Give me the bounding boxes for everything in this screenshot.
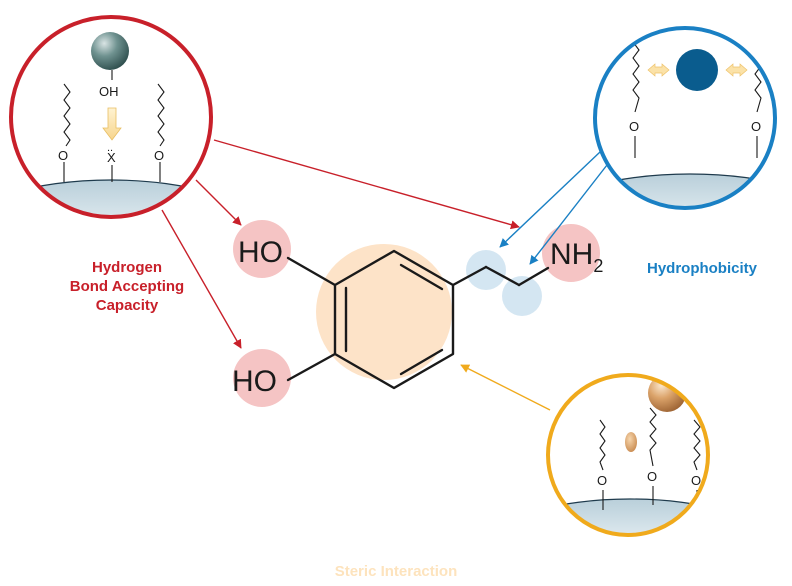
- steric-chain-2: [649, 407, 657, 467]
- double-arrow-icon: [647, 63, 670, 77]
- steric-linker-3: O: [691, 473, 701, 488]
- hbond-oh-label: OH: [99, 84, 119, 99]
- hbond-inset: O O X .. OH: [9, 15, 213, 219]
- steric-linker-2: O: [647, 469, 657, 484]
- hbond-arrows: [161, 139, 520, 349]
- amine-label: NH2: [550, 238, 603, 276]
- hydroxyl-bottom-label: HO: [232, 365, 277, 398]
- steric-inset: O O O: [546, 373, 710, 537]
- hbond-chain-left: [63, 83, 71, 147]
- hydrophobic-arrow-2: [529, 164, 608, 265]
- navy-sphere-icon: [676, 49, 718, 91]
- pill-icon: [625, 432, 637, 452]
- hydrophobic-arrows: [499, 151, 608, 265]
- double-arrow-icon-right: [725, 63, 748, 77]
- steric-label: Steric Interaction: [334, 563, 458, 580]
- hydroxyl-bottom-highlight: [233, 349, 291, 407]
- hydrophobic-linker-left: O: [629, 119, 639, 134]
- steric-linker-1: O: [597, 473, 607, 488]
- hydroxyl-top-highlight: [233, 220, 291, 278]
- hydrophobic-chain-left: [632, 41, 640, 113]
- hydrophobic-arrow-1: [499, 151, 601, 248]
- hbond-label-line-1: Hydrogen: [91, 259, 162, 276]
- yellow-arrow-icon: [102, 107, 122, 141]
- hbond-arrow-to-hydroxyl-bottom: [161, 209, 242, 349]
- steric-arrow: [460, 364, 551, 411]
- ring-highlight: [316, 244, 452, 380]
- hbond-acceptor-label: X: [107, 150, 116, 165]
- hbond-arrow-to-hydroxyl-top: [195, 179, 242, 226]
- teal-sphere-icon: [91, 32, 129, 70]
- hydrophobicity-label: Hydrophobicity: [646, 260, 757, 277]
- steric-chain-1: [599, 419, 606, 471]
- hbond-label-line-2: Bond Accepting: [69, 278, 185, 295]
- hydroxyl-top-label: HO: [238, 236, 283, 269]
- hbond-linker-right: O: [154, 148, 164, 163]
- hbond-arrow-to-amine: [213, 139, 520, 230]
- steric-surface: [548, 498, 708, 535]
- amine-highlight: [542, 224, 600, 282]
- chain-highlight-2: [502, 276, 542, 316]
- amine-text: NH: [550, 238, 593, 271]
- hbond-chain-right: [157, 83, 165, 147]
- hydrophobic-linker-right: O: [751, 119, 761, 134]
- hbond-label-line-3: Capacity: [95, 297, 159, 314]
- steric-chain-3: [693, 419, 701, 471]
- hbond-label: Hydrogen Bond Accepting Capacity: [42, 258, 212, 315]
- hbond-linker-left: O: [58, 148, 68, 163]
- amine-subscript: 2: [593, 256, 603, 276]
- dopamine-structure: [286, 249, 550, 390]
- hbond-lone-pair: ..: [107, 142, 113, 154]
- chain-highlight-1: [466, 250, 506, 290]
